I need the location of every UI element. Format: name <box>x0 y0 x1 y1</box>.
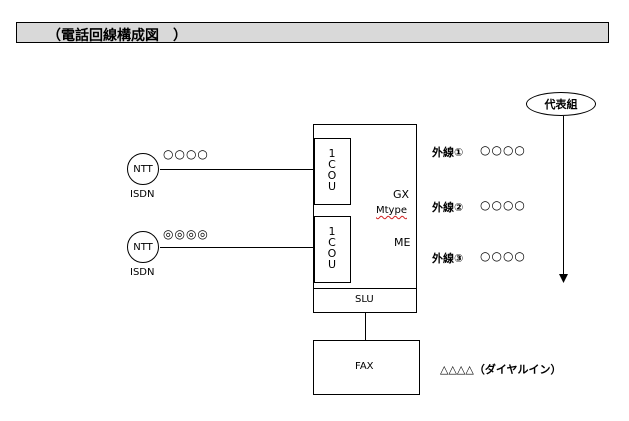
group-oval: 代表組 <box>526 92 596 116</box>
cou-label-2: 1COU <box>327 225 337 271</box>
pbx-model-gx: GX <box>393 188 410 201</box>
outer-line-2-number: ○○○○ <box>480 198 526 212</box>
outer-line-1-label: 外線① <box>432 146 464 159</box>
fax-box <box>313 340 420 395</box>
isdn-label-1: ISDN <box>130 189 155 200</box>
ntt-circle-2: NTT <box>127 231 159 263</box>
outer-line-3-number: ○○○○ <box>480 249 526 263</box>
line-1-number: ○○○○ <box>163 147 209 161</box>
title-bar: （電話回線構成図 ） <box>16 22 609 44</box>
group-arrow-head <box>559 274 568 283</box>
cou-label-1: 1COU <box>327 147 337 193</box>
cou-box-1 <box>314 138 351 205</box>
line-2-number: ◎◎◎◎ <box>163 227 209 241</box>
ntt-label-2: NTT <box>133 241 153 253</box>
pbx-model-mtype: Mtype <box>376 205 407 216</box>
outer-line-2-label: 外線② <box>432 201 464 214</box>
ntt-label-1: NTT <box>133 163 153 175</box>
fax-label: FAX <box>355 361 374 372</box>
outer-line-3-label: 外線③ <box>432 252 464 265</box>
pbx-model-me: ME <box>394 236 411 249</box>
group-label: 代表組 <box>544 98 578 111</box>
slu-label: SLU <box>355 294 374 305</box>
ntt-circle-1: NTT <box>127 153 159 185</box>
cou-box-2 <box>314 216 351 283</box>
diagram-title: （電話回線構成図 ） <box>47 28 187 44</box>
outer-line-1-number: ○○○○ <box>480 143 526 157</box>
isdn-label-2: ISDN <box>130 267 155 278</box>
fax-number: △△△△（ダイヤルイン） <box>440 363 562 376</box>
